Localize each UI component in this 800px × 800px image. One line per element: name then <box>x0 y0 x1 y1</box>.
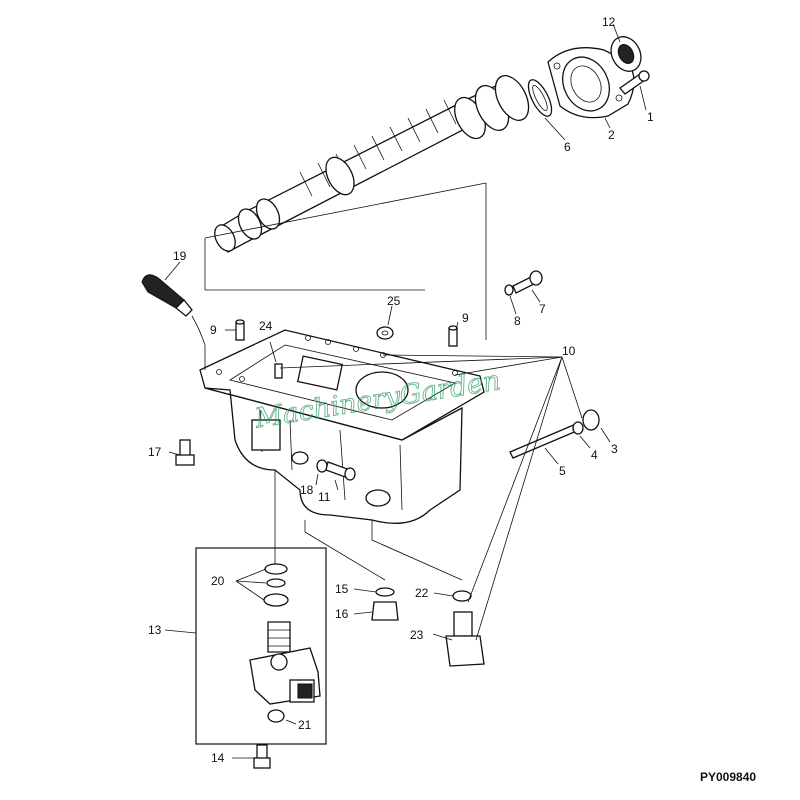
cross-shaft-5 <box>509 409 600 459</box>
dowel-pin-right <box>448 325 458 347</box>
assembly-box-13 <box>195 547 327 745</box>
callout-2: 2 <box>608 128 615 142</box>
callout-16: 16 <box>335 607 349 621</box>
callout-10: 10 <box>562 344 576 358</box>
callout-4: 4 <box>591 448 598 462</box>
plug-11 <box>316 459 356 481</box>
bolt-7 <box>504 270 543 296</box>
callout-20: 20 <box>211 574 225 588</box>
callout-25: 25 <box>387 294 401 308</box>
reference-frame <box>204 182 487 340</box>
drain-plug-16 <box>371 587 399 621</box>
bolt-17 <box>175 439 195 466</box>
callout-17: 17 <box>148 445 162 459</box>
dowel-pin-left <box>235 319 245 341</box>
leader-drain <box>274 470 463 581</box>
callout-15: 15 <box>335 582 349 596</box>
stud-24 <box>274 363 283 379</box>
oil-seal <box>610 36 642 72</box>
callout-21: 21 <box>298 718 312 732</box>
callout-24: 24 <box>259 319 273 333</box>
callout-9a: 9 <box>210 323 217 337</box>
callout-13: 13 <box>148 623 162 637</box>
callout-23: 23 <box>410 628 424 642</box>
callout-9b: 9 <box>462 311 469 325</box>
nut-21 <box>267 709 285 723</box>
callout-8: 8 <box>514 314 521 328</box>
valve-body <box>249 621 321 705</box>
bolt-14 <box>253 744 271 769</box>
leader-lines <box>164 23 647 759</box>
callout-11: 11 <box>318 490 331 504</box>
callout-19: 19 <box>173 249 187 263</box>
callout-7: 7 <box>539 302 546 316</box>
sealant-tube <box>141 274 206 370</box>
callout-18: 18 <box>300 483 314 497</box>
callout-5: 5 <box>559 464 566 478</box>
callout-3: 3 <box>611 442 618 456</box>
callout-1: 1 <box>647 110 654 124</box>
washer-25 <box>376 326 394 340</box>
o-rings-20 <box>263 563 289 607</box>
callout-labels: 1 2 3 4 5 6 7 8 9 9 10 11 12 13 14 15 16… <box>148 15 654 765</box>
figure-id: PY009840 <box>700 770 756 784</box>
callout-14: 14 <box>211 751 225 765</box>
fitting-23 <box>445 590 485 667</box>
callout-22: 22 <box>415 586 429 600</box>
callout-12: 12 <box>602 15 616 29</box>
transmission-housing <box>199 329 485 524</box>
cap-screw-1 <box>619 70 650 95</box>
shaft-assembly <box>214 75 553 253</box>
callout-6: 6 <box>564 140 571 154</box>
